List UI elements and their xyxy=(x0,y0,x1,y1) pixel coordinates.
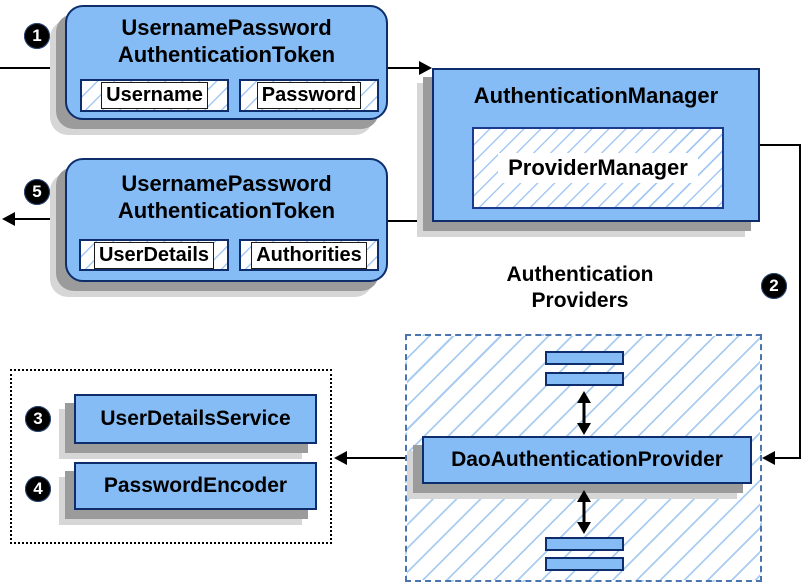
step-5-badge: 5 xyxy=(24,179,50,205)
user-details-service-label: UserDetailsService xyxy=(100,407,291,430)
authentication-manager-node: AuthenticationManager ProviderManager xyxy=(432,68,760,222)
step-4-badge: 4 xyxy=(25,476,51,502)
authentication-providers-heading: Authentication Providers xyxy=(430,262,730,314)
authentication-providers-heading-line2: Providers xyxy=(531,289,629,312)
step-1-badge: 1 xyxy=(24,23,50,49)
provider-placeholder-bar-bottom-2 xyxy=(545,557,624,571)
provider-placeholder-bar-top-2 xyxy=(545,372,624,386)
provider-placeholder-bar-top-1 xyxy=(545,351,624,365)
authentication-providers-group: DaoAuthenticationProvider xyxy=(405,334,762,582)
userdetails-field-box: UserDetails xyxy=(79,239,229,271)
result-token-title-line1: UsernamePassword xyxy=(121,171,332,196)
result-token-node: UsernamePassword AuthenticationToken Use… xyxy=(65,158,388,282)
dao-authentication-provider-label: DaoAuthenticationProvider xyxy=(451,448,723,471)
request-token-title-line2: AuthenticationToken xyxy=(117,42,336,67)
user-details-service-node: UserDetailsService xyxy=(74,394,317,444)
authentication-manager-title: AuthenticationManager xyxy=(473,83,719,108)
username-field-box: Username xyxy=(80,79,229,112)
password-encoder-node: PasswordEncoder xyxy=(74,462,317,510)
password-encoder-label: PasswordEncoder xyxy=(103,474,288,497)
dao-authentication-provider-node: DaoAuthenticationProvider xyxy=(422,436,752,484)
provider-placeholder-bar-bottom-1 xyxy=(545,537,624,551)
provider-manager-box: ProviderManager xyxy=(472,127,724,209)
password-field-label: Password xyxy=(256,82,362,109)
arrowhead-into-provider xyxy=(762,451,775,465)
username-field-label: Username xyxy=(101,82,208,109)
connector-manager-to-provider xyxy=(760,144,801,459)
userdetails-field-label: UserDetails xyxy=(93,241,215,269)
step-4-number: 4 xyxy=(33,479,43,498)
step-3-number: 3 xyxy=(33,409,43,428)
request-token-title-line1: UsernamePassword xyxy=(121,15,332,40)
double-arrow-bottom xyxy=(577,490,591,534)
arrowhead-into-authentication-manager xyxy=(419,61,432,75)
authorities-field-box: Authorities xyxy=(239,239,379,271)
services-group: UserDetailsService PasswordEncoder xyxy=(10,369,332,544)
step-3-badge: 3 xyxy=(25,406,51,432)
arrowhead-into-services xyxy=(334,451,347,465)
password-field-box: Password xyxy=(239,79,379,112)
authentication-providers-heading-line1: Authentication xyxy=(506,263,654,286)
step-1-number: 1 xyxy=(32,26,42,45)
step-5-number: 5 xyxy=(32,182,42,201)
step-2-badge: 2 xyxy=(761,273,787,299)
double-arrow-top xyxy=(577,391,591,435)
step-2-number: 2 xyxy=(769,276,779,295)
arrowhead-result-left xyxy=(2,212,15,226)
request-token-title: UsernamePassword AuthenticationToken xyxy=(67,7,386,68)
result-token-title: UsernamePassword AuthenticationToken xyxy=(67,160,386,224)
request-token-node: UsernamePassword AuthenticationToken Use… xyxy=(65,5,388,120)
result-token-title-line2: AuthenticationToken xyxy=(117,198,336,223)
authorities-field-label: Authorities xyxy=(251,241,367,269)
provider-manager-label: ProviderManager xyxy=(498,153,698,183)
